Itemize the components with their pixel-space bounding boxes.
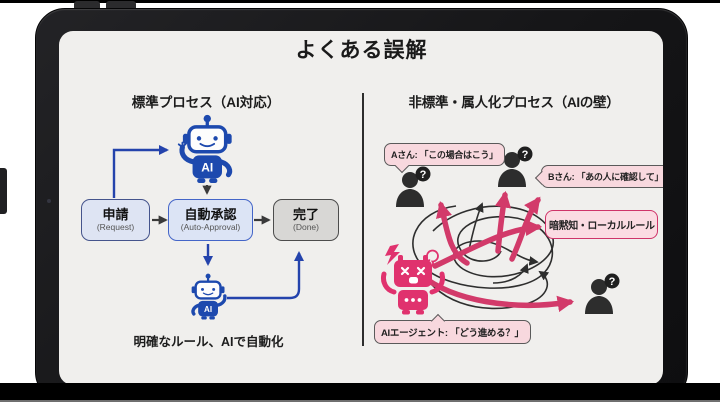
- letterbox-top-bar: [0, 0, 720, 3]
- node-label: 完了: [292, 206, 319, 222]
- flow-node-approval: 自動承認 (Auto-Approval): [168, 199, 253, 241]
- arrow-to-person-a: [435, 200, 470, 266]
- slide-title: よくある誤解: [295, 39, 428, 62]
- flow-arrow-loop-top: [112, 144, 170, 198]
- speech-bubble-a: Aさん: 「この場合はこう」: [384, 143, 505, 173]
- speech-bubble-b-text: Bさん: 「あの人に確認して」: [548, 172, 663, 182]
- speech-bubble-agent: AIエージェント: 「どう進める？」: [374, 313, 531, 344]
- letterbox-bottom-bar: [0, 383, 720, 402]
- tacit-knowledge-box: 暗黙知・ローカルルール: [545, 210, 658, 239]
- panel-divider: [362, 93, 364, 346]
- volume-up-button: [74, 1, 100, 10]
- question-badge: ?: [420, 169, 427, 181]
- bottom-edge-line: [0, 400, 720, 402]
- node-sublabel: (Done): [293, 221, 319, 232]
- speech-bubble-agent-text: AIエージェント: 「どう進める？」: [381, 328, 524, 339]
- question-badge: ?: [522, 149, 529, 161]
- left-panel-caption: 明確なルール、AIで自動化: [133, 335, 284, 349]
- arrow-to-rule-box: [432, 219, 543, 269]
- robot-chest-label: AI: [204, 305, 212, 314]
- right-panel-header: 非標準・属人化プロセス（AIの壁）: [408, 95, 620, 110]
- node-sublabel: (Auto-Approval): [180, 221, 241, 232]
- arrow-to-person-bottom: [418, 272, 575, 313]
- person-top-icon: ?: [498, 146, 533, 187]
- person-bottom-icon: ?: [585, 273, 620, 314]
- distressed-robot-icon: [381, 244, 445, 315]
- arrow-to-person-top: [494, 190, 512, 254]
- diagram-artwork: AI AI: [112, 114, 620, 320]
- flow-arrows: [112, 144, 305, 300]
- flow-arrow-loop-bottom: [227, 250, 305, 300]
- ai-robot-icon: AI: [177, 114, 233, 183]
- person-a-icon: ?: [396, 166, 431, 207]
- flow-node-done: 完了 (Done): [273, 199, 339, 241]
- speech-bubble-b: Bさん: 「あの人に確認して」: [534, 165, 663, 188]
- front-camera: [47, 199, 51, 203]
- robot-chest-label: AI: [201, 161, 213, 175]
- chaos-arrows: [418, 190, 575, 313]
- node-label: 申請: [102, 206, 129, 222]
- node-label: 自動承認: [184, 206, 237, 222]
- tablet-screen: AI AI: [59, 31, 663, 385]
- ai-robot-small-icon: AI: [191, 273, 227, 320]
- tablet-frame: AI AI: [35, 8, 688, 402]
- slide-content: AI AI: [59, 31, 663, 385]
- background-object: [0, 168, 7, 214]
- speech-bubble-a-text: Aさん: 「この場合はこう」: [391, 150, 498, 160]
- volume-down-button: [106, 1, 136, 10]
- left-panel-header: 標準プロセス（AI対応）: [131, 95, 281, 110]
- node-sublabel: (Request): [96, 221, 135, 232]
- flow-node-request: 申請 (Request): [81, 199, 150, 241]
- question-badge: ?: [609, 276, 616, 288]
